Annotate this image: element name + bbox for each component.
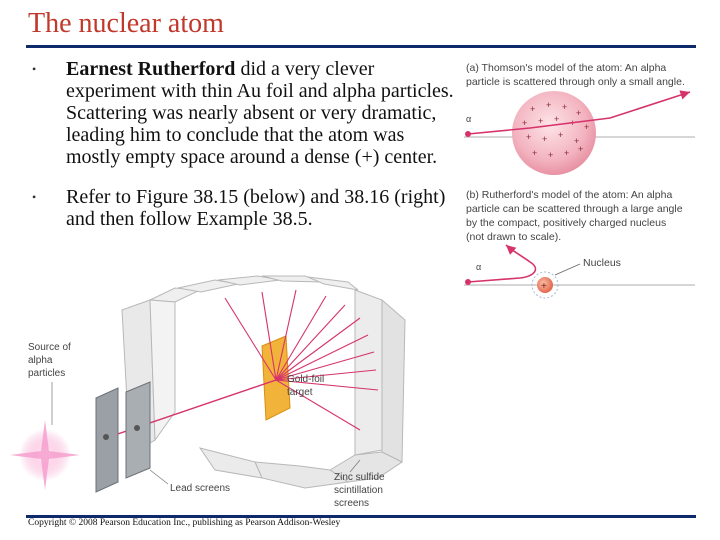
svg-text:+: + (532, 148, 537, 158)
bullet-body-text: Refer to Figure 38.15 (below) and 38.16 … (66, 186, 446, 230)
bullet-lead-text: Earnest Rutherford (66, 58, 236, 80)
svg-text:+: + (548, 150, 553, 160)
thomson-alpha-symbol: α (466, 114, 471, 124)
bullet-item-rutherford: • Earnest Rutherford did a very clever e… (30, 58, 460, 168)
zinc-label-line3: screens (334, 498, 369, 509)
bullet-body-text: did a very clever experiment with thin A… (66, 58, 454, 168)
lead-screen-1 (95, 387, 119, 493)
svg-text:+: + (542, 134, 547, 144)
svg-text:+: + (562, 102, 567, 112)
alpha-source-star-icon (10, 420, 80, 490)
thomson-atom-sphere (512, 91, 596, 175)
svg-text:+: + (522, 118, 527, 128)
nucleus-label: Nucleus (583, 257, 621, 269)
rutherford-alpha-particle (465, 279, 471, 285)
thomson-alpha-particle (465, 131, 471, 137)
lead-screen-hole (134, 425, 140, 431)
rutherford-alpha-symbol: α (476, 262, 481, 272)
svg-text:+: + (530, 104, 535, 114)
source-label-line2: alpha (28, 355, 53, 366)
bullet-dot-icon: • (32, 62, 37, 76)
rutherford-atom-outline (531, 271, 559, 299)
lead-screen-hole (103, 434, 109, 440)
svg-text:+: + (574, 136, 579, 146)
nucleus-plus-icon: + (541, 281, 547, 292)
apparatus-figure: Source of alpha particles Gold-foil targ… (10, 275, 406, 509)
lead-label: Lead screens (170, 483, 230, 494)
source-label-line1: Source of (28, 342, 71, 353)
rutherford-caption-line1: (b) Rutherford's model of the atom: An a… (466, 189, 672, 201)
rutherford-caption-line3: by the compact, positively charged nucle… (466, 217, 666, 229)
svg-text:+: + (546, 100, 551, 110)
svg-text:+: + (564, 148, 569, 158)
gold-label-line1: Gold-foil (287, 374, 324, 385)
nucleus-leader-line (554, 263, 581, 276)
svg-text:+: + (526, 132, 531, 142)
thomson-caption-line1: (a) Thomson's model of the atom: An alph… (466, 62, 666, 74)
svg-text:+: + (538, 116, 543, 126)
svg-text:+: + (584, 122, 589, 132)
bullet-list: • Earnest Rutherford did a very clever e… (30, 58, 460, 248)
thomson-figure: (a) Thomson's model of the atom: An alph… (464, 62, 695, 175)
zinc-label-line2: scintillation (334, 485, 383, 496)
svg-text:+: + (576, 108, 581, 118)
gold-label-line2: target (287, 387, 313, 398)
rutherford-alpha-path (467, 244, 537, 283)
bullet-dot-icon: • (32, 190, 37, 204)
rutherford-caption-line4: (not drawn to scale). (466, 231, 561, 243)
zinc-leader-line (349, 459, 361, 473)
thomson-charges: ++++ +++++ ++++ ++++ (522, 100, 589, 160)
svg-text:+: + (578, 144, 583, 154)
scattering-rays (224, 289, 379, 431)
zinc-label-line1: Zinc sulfide (334, 472, 385, 483)
svg-text:+: + (558, 130, 563, 140)
thomson-alpha-path (467, 90, 691, 135)
rutherford-caption-line2: particle can be scattered through a larg… (466, 203, 683, 215)
rutherford-nucleus (537, 277, 553, 293)
footer-divider (26, 515, 696, 518)
bullet-item-figures: • Refer to Figure 38.15 (below) and 38.1… (30, 186, 460, 230)
title-divider (26, 45, 696, 48)
source-label-line3: particles (28, 368, 65, 379)
thomson-caption-line2: particle is scattered through only a sma… (466, 76, 685, 88)
copyright-text: Copyright © 2008 Pearson Education Inc.,… (28, 518, 341, 528)
scintillation-screen-ring (121, 275, 406, 489)
rutherford-figure: (b) Rutherford's model of the atom: An a… (464, 189, 695, 299)
lead-leader-line (149, 469, 169, 485)
slide-title: The nuclear atom (28, 8, 224, 39)
svg-text:+: + (554, 114, 559, 124)
